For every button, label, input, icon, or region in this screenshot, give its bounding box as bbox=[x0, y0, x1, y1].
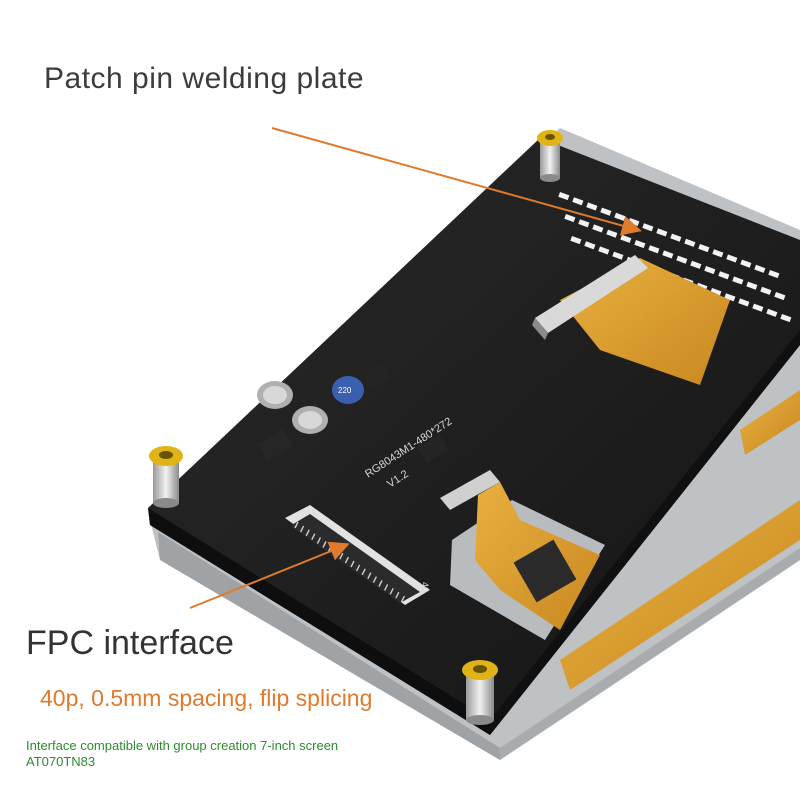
connector-pin bbox=[389, 587, 394, 595]
welding-pad bbox=[586, 202, 598, 211]
welding-pad bbox=[578, 219, 590, 228]
welding-pad bbox=[740, 259, 752, 268]
top-fpc-cable bbox=[532, 255, 730, 385]
connector-pin bbox=[305, 529, 310, 537]
welding-pad bbox=[766, 308, 778, 317]
connector-pin bbox=[355, 564, 361, 572]
connector-pin bbox=[383, 584, 389, 591]
welding-pad bbox=[732, 276, 744, 285]
pcb-board bbox=[148, 138, 800, 735]
standoff-top-right bbox=[537, 130, 563, 182]
welding-pad bbox=[780, 314, 792, 323]
pin-40-marking: 40 bbox=[420, 582, 430, 592]
standoff-left bbox=[149, 446, 183, 508]
connector-pin bbox=[367, 572, 372, 580]
welding-pad bbox=[606, 229, 618, 238]
welding-pad bbox=[634, 240, 646, 249]
welding-pad bbox=[774, 291, 786, 301]
components bbox=[257, 363, 449, 464]
connector-pin bbox=[311, 533, 316, 541]
welding-pad bbox=[670, 233, 682, 242]
top-callout-arrow bbox=[271, 127, 642, 236]
welding-pad bbox=[698, 243, 710, 253]
standoff-bottom bbox=[462, 660, 498, 725]
connector-pin bbox=[400, 595, 406, 603]
fpc-interface-callout-label: FPC interface bbox=[26, 624, 234, 662]
compatibility-note-line1: Interface compatible with group creation… bbox=[26, 738, 339, 753]
welding-pad bbox=[642, 223, 654, 232]
welding-pad bbox=[752, 303, 764, 312]
connector-pin bbox=[378, 580, 383, 587]
welding-pad bbox=[676, 255, 688, 264]
welding-pad bbox=[704, 266, 716, 275]
connector-pin bbox=[322, 541, 327, 548]
welding-pad bbox=[690, 260, 702, 269]
welding-pad bbox=[584, 241, 596, 250]
welding-pad bbox=[726, 254, 738, 263]
connector-pin bbox=[361, 568, 366, 576]
touch-ic-chip bbox=[513, 539, 577, 603]
welding-pad bbox=[712, 249, 724, 258]
welding-pad bbox=[570, 235, 582, 245]
inductor-marking: 220 bbox=[338, 386, 352, 395]
welding-pad bbox=[656, 228, 668, 237]
welding-pad bbox=[600, 207, 612, 216]
welding-pad bbox=[572, 197, 584, 206]
connector-pin bbox=[350, 560, 355, 568]
welding-pad bbox=[612, 251, 624, 260]
welding-pad bbox=[738, 298, 750, 307]
welding-pad bbox=[718, 271, 730, 280]
connector-pin bbox=[299, 525, 305, 533]
touch-flex-cable bbox=[440, 470, 600, 630]
connector-pin bbox=[395, 591, 400, 599]
welding-pad bbox=[760, 286, 772, 295]
welding-pad bbox=[754, 264, 766, 273]
connector-pin bbox=[372, 576, 378, 583]
connector-pin bbox=[316, 537, 322, 544]
welding-pad bbox=[598, 246, 610, 255]
top-fpc-connector bbox=[535, 255, 648, 333]
compatibility-note-line2: AT070TN83 bbox=[26, 754, 96, 769]
welding-pad bbox=[648, 245, 660, 254]
welding-pad bbox=[592, 224, 604, 233]
welding-pad bbox=[558, 192, 570, 201]
welding-pad bbox=[768, 270, 780, 279]
fpc-spec-label: 40p, 0.5mm spacing, flip splicing bbox=[40, 685, 373, 711]
welding-pad bbox=[710, 288, 722, 297]
touch-connector bbox=[440, 470, 500, 510]
welding-pad bbox=[662, 250, 674, 259]
inductor bbox=[332, 376, 364, 404]
side-flex-strip bbox=[560, 390, 800, 690]
pin-1-marking: 1 bbox=[312, 507, 317, 517]
welding-pad bbox=[746, 281, 758, 290]
welding-pad bbox=[620, 234, 632, 243]
fpc-callout-arrow bbox=[189, 541, 350, 609]
connector-pin bbox=[294, 521, 299, 529]
welding-pad bbox=[724, 293, 736, 302]
welding-pad bbox=[564, 214, 576, 223]
patch-pin-callout-label: Patch pin welding plate bbox=[44, 62, 365, 95]
welding-pad bbox=[684, 238, 696, 247]
